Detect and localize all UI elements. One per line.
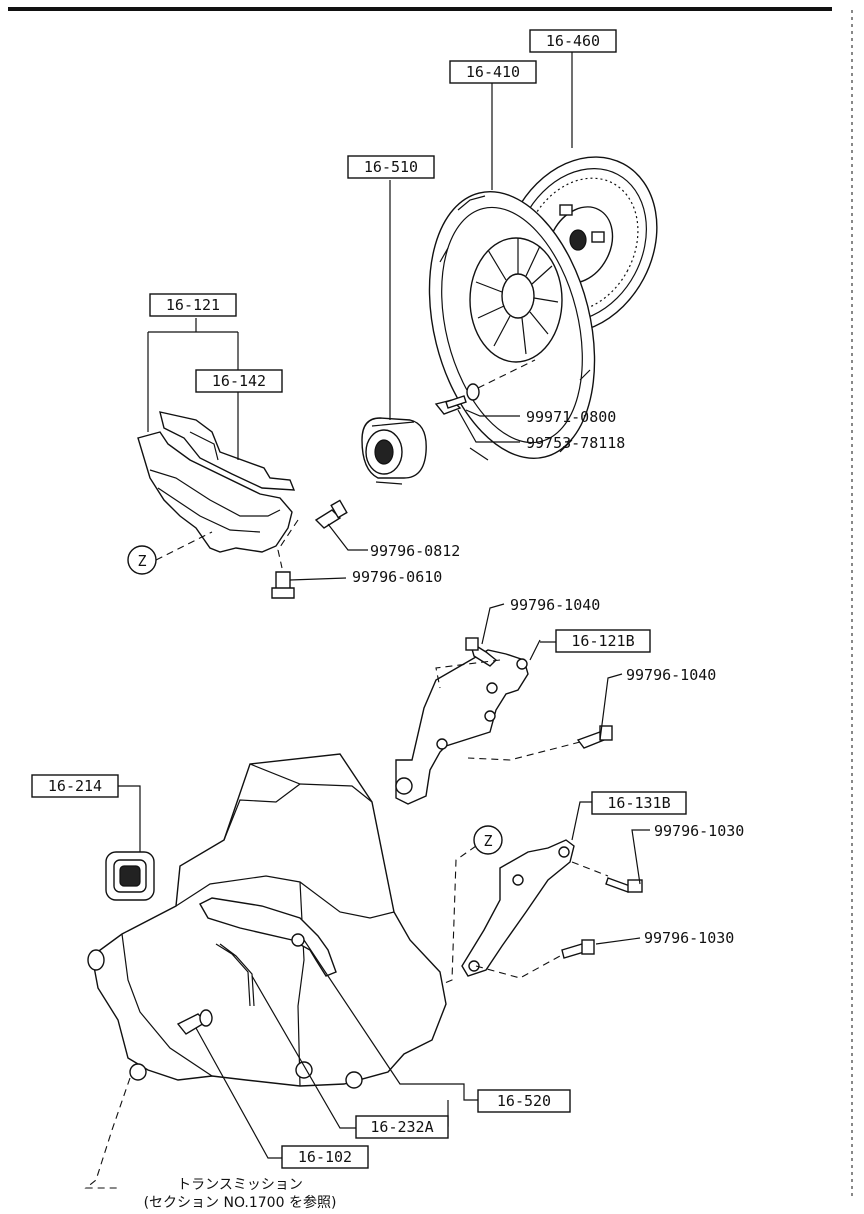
transmission-ref-line xyxy=(84,1077,131,1189)
part-box-16-232a: 16-232A xyxy=(355,1115,449,1139)
part-number-99796-1030-lower: 99796-1030 xyxy=(644,929,734,947)
reference-mark-label: Z xyxy=(483,832,492,850)
bracket-121b-hidden-lines xyxy=(435,659,581,761)
reference-mark-z-left: Z xyxy=(127,545,157,575)
part-box-16-131b: 16-131B xyxy=(591,791,687,815)
bracket-131b-drawing xyxy=(461,839,575,977)
pressure-plate-drawing xyxy=(428,190,596,461)
bracket-131b-bolts-drawing xyxy=(561,877,643,959)
part-number-99753-78118: 99753-78118 xyxy=(526,434,625,452)
transmission-caption-line1: トランスミッション xyxy=(177,1177,303,1193)
part-box-16-121b: 16-121B xyxy=(555,629,651,653)
leader-lines xyxy=(118,52,650,1159)
pivot-stud-drawing xyxy=(176,1009,213,1035)
part-box-16-410: 16-410 xyxy=(449,60,537,84)
z-ref-line-1 xyxy=(155,531,213,561)
bracket-121b-bolts-drawing xyxy=(465,637,613,749)
dust-cover-drawing xyxy=(137,411,296,553)
fork-spring-drawing xyxy=(215,943,255,1007)
part-box-label: 16-510 xyxy=(364,158,418,176)
part-box-16-121: 16-121 xyxy=(149,293,237,317)
part-box-label: 16-142 xyxy=(212,372,266,390)
part-number-99796-0610: 99796-0610 xyxy=(352,568,442,586)
part-box-label: 16-460 xyxy=(546,32,600,50)
part-box-16-460: 16-460 xyxy=(529,29,617,53)
pressure-plate-bolt-drawing xyxy=(434,383,480,415)
part-box-16-102: 16-102 xyxy=(281,1145,369,1169)
part-box-label: 16-131B xyxy=(607,794,670,812)
part-box-label: 16-232A xyxy=(370,1118,433,1136)
part-box-label: 16-121B xyxy=(571,632,634,650)
release-bearing-drawing xyxy=(361,417,427,485)
transmission-caption-line2: (セクション NO.1700 を参照) xyxy=(143,1195,337,1211)
bracket-131b-hidden-lines xyxy=(475,861,609,979)
part-number-99796-1040-upper: 99796-1040 xyxy=(510,596,600,614)
part-box-label: 16-214 xyxy=(48,777,102,795)
part-box-16-142: 16-142 xyxy=(195,369,283,393)
part-box-label: 16-121 xyxy=(166,296,220,314)
reference-mark-z-right: Z xyxy=(473,825,503,855)
part-number-99796-1040-lower: 99796-1040 xyxy=(626,666,716,684)
dust-cover-bolts-drawing xyxy=(271,499,348,599)
part-box-16-214: 16-214 xyxy=(31,774,119,798)
part-number-99796-0812: 99796-0812 xyxy=(370,542,460,560)
part-box-16-520: 16-520 xyxy=(477,1089,571,1113)
part-box-label: 16-102 xyxy=(298,1148,352,1166)
part-box-label: 16-410 xyxy=(466,63,520,81)
part-box-label: 16-520 xyxy=(497,1092,551,1110)
bolt-hidden-line xyxy=(477,359,536,389)
dust-cover-hidden-line xyxy=(277,519,299,569)
bracket-121b-drawing xyxy=(395,649,529,805)
part-number-99971-0800: 99971-0800 xyxy=(526,408,616,426)
boot-drawing xyxy=(105,851,155,901)
reference-mark-label: Z xyxy=(137,552,146,570)
part-box-16-510: 16-510 xyxy=(347,155,435,179)
part-number-99796-1030-upper: 99796-1030 xyxy=(654,822,744,840)
